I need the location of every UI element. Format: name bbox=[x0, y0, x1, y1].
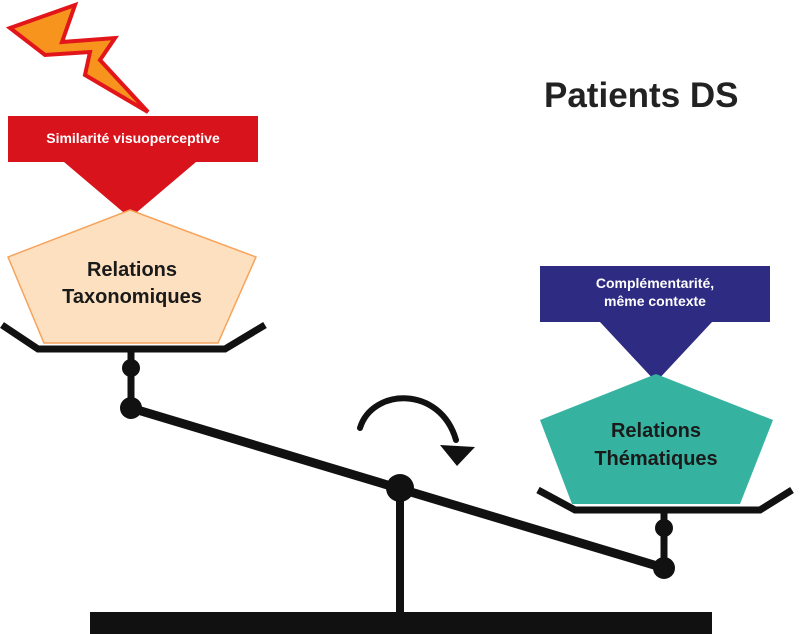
left-pan-joint bbox=[122, 359, 140, 377]
taxonomic-label-line1: Relations bbox=[87, 259, 177, 281]
thematic-label-line2: Thématiques bbox=[594, 448, 717, 470]
rotation-arrow-icon bbox=[357, 395, 475, 466]
complementarity-arrow-line1: Complémentarité, bbox=[596, 275, 714, 291]
diagram-title: Patients DS bbox=[544, 76, 739, 115]
complementarity-arrow-line2: même contexte bbox=[604, 293, 706, 309]
visuoperceptual-arrow-label: Similarité visuoperceptive bbox=[46, 130, 220, 146]
beam-pivot bbox=[386, 474, 414, 502]
beam-left-end bbox=[120, 397, 142, 419]
right-pan-joint bbox=[655, 519, 673, 537]
thematic-relations-block bbox=[540, 374, 773, 504]
beam-right-end bbox=[653, 557, 675, 579]
visuoperceptual-arrow bbox=[8, 116, 258, 218]
thematic-label-line1: Relations bbox=[611, 420, 701, 442]
taxonomic-relations-block bbox=[7, 209, 258, 344]
balance-base bbox=[90, 612, 712, 634]
taxonomic-label-line2: Taxonomiques bbox=[62, 286, 202, 308]
lightning-icon bbox=[5, 1, 150, 114]
complementarity-arrow bbox=[540, 266, 770, 382]
